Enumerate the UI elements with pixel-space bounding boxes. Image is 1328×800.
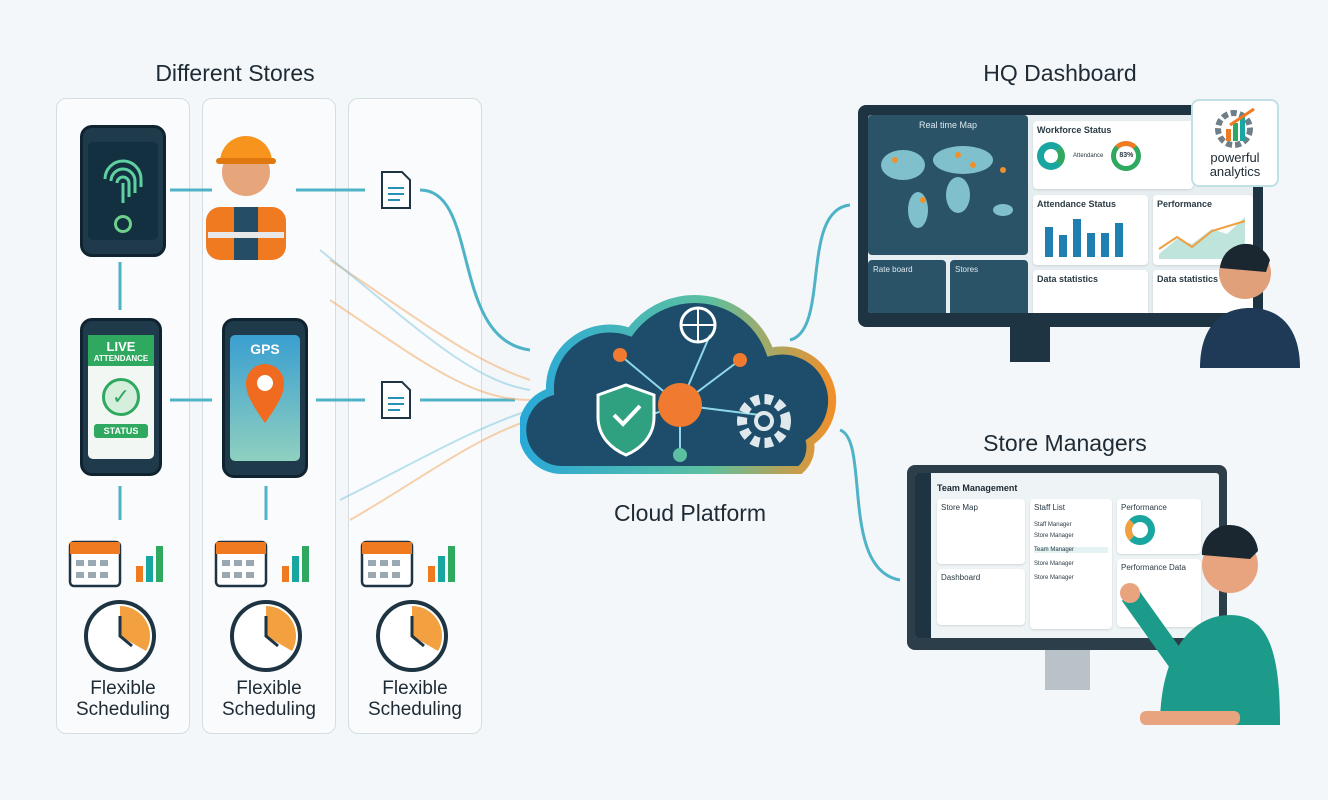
scheduling-label: Flexible Scheduling: [367, 678, 463, 720]
status-label: STATUS: [94, 424, 148, 438]
hq-monitor: Real time Map Rate board Stores Workforc…: [858, 105, 1263, 327]
list-item[interactable]: Store Manager: [1034, 533, 1074, 539]
list-item[interactable]: Team Manager: [1034, 547, 1108, 553]
data-stats-panel: Data statistics: [1033, 270, 1148, 313]
monitor-stand: [1045, 650, 1090, 690]
scheduling-label: Flexible Scheduling: [221, 678, 317, 720]
panel-title: Staff List: [1034, 503, 1065, 512]
performance-panel: Performance: [1117, 499, 1201, 554]
list-item[interactable]: Store Manager: [1034, 575, 1074, 581]
manager-monitor: Team Management Store Map Dashboard Staf…: [907, 465, 1227, 650]
world-map-icon: [881, 146, 1013, 228]
cloud-heading: Cloud Platform: [613, 500, 767, 526]
panel-title: Data statistics: [1157, 274, 1219, 284]
list-item[interactable]: Store Manager: [1034, 561, 1074, 567]
workforce-panel: Workforce Status Attendance 83%: [1033, 121, 1193, 189]
panel-title: Real time Map: [918, 120, 978, 130]
fingerprint-icon: [103, 159, 143, 203]
stores-panel: Stores: [950, 260, 1028, 313]
panel-title: Rate board: [873, 265, 913, 274]
bar-chart: [1045, 219, 1123, 257]
attendance-status-panel: Attendance Status: [1033, 195, 1148, 265]
attendance-label: ATTENDANCE: [93, 354, 149, 363]
panel-title: Performance: [1157, 199, 1213, 209]
rate-panel: Rate board: [868, 260, 946, 313]
panel-title: Stores: [955, 265, 979, 274]
fingerprint-scanner: [80, 125, 166, 257]
donut-value: 83%: [1111, 141, 1142, 171]
location-pin-icon: [246, 364, 284, 423]
line-chart: [1158, 217, 1246, 259]
panel-title: Data statistics: [1037, 274, 1099, 284]
document-icon: [381, 381, 411, 419]
gps-label: GPS: [250, 341, 280, 357]
hq-heading: HQ Dashboard: [983, 60, 1137, 86]
analyst-person-icon: [1200, 243, 1300, 368]
panel-title: Store Map: [941, 503, 978, 512]
worker-icon: [206, 136, 286, 260]
gps-phone: GPS: [222, 318, 308, 478]
panel-title: Performance: [1121, 503, 1167, 512]
managers-heading: Store Managers: [983, 430, 1147, 456]
panel-title: Dashboard: [941, 573, 981, 582]
panel-title: Workforce Status: [1037, 125, 1112, 135]
attendance-phone: LIVE ATTENDANCE ✓ STATUS: [80, 318, 162, 476]
check-icon: ✓: [102, 378, 140, 416]
scheduling-label: Flexible Scheduling: [75, 678, 171, 720]
panel-title: Performance Data: [1121, 563, 1186, 572]
store-map-panel: Store Map: [937, 499, 1025, 564]
panel-title: Attendance Status: [1037, 199, 1117, 209]
donut-chart: [1037, 142, 1065, 170]
monitor-stand: [1010, 327, 1050, 362]
cloud-platform-icon: [520, 295, 837, 474]
document-icon: [381, 171, 411, 209]
sidebar[interactable]: [915, 473, 931, 638]
staff-list-panel: Staff List Staff Manager Store Manager T…: [1030, 499, 1112, 629]
list-item[interactable]: Staff Manager: [1034, 522, 1072, 528]
dashboard-panel: Dashboard: [937, 569, 1025, 625]
stores-heading: Different Stores: [155, 60, 315, 86]
realtime-map-panel: Real time Map: [868, 115, 1028, 255]
sensor-ring-icon: [114, 215, 132, 233]
page-title: Team Management: [937, 483, 1018, 493]
donut-chart: [1125, 515, 1155, 545]
scheduling-icons: [68, 540, 457, 672]
gear-chart-icon: [1215, 107, 1255, 148]
manager-person-icon: [1120, 524, 1280, 725]
live-label: LIVE: [106, 339, 136, 354]
chart-title: Attendance: [1073, 153, 1104, 159]
